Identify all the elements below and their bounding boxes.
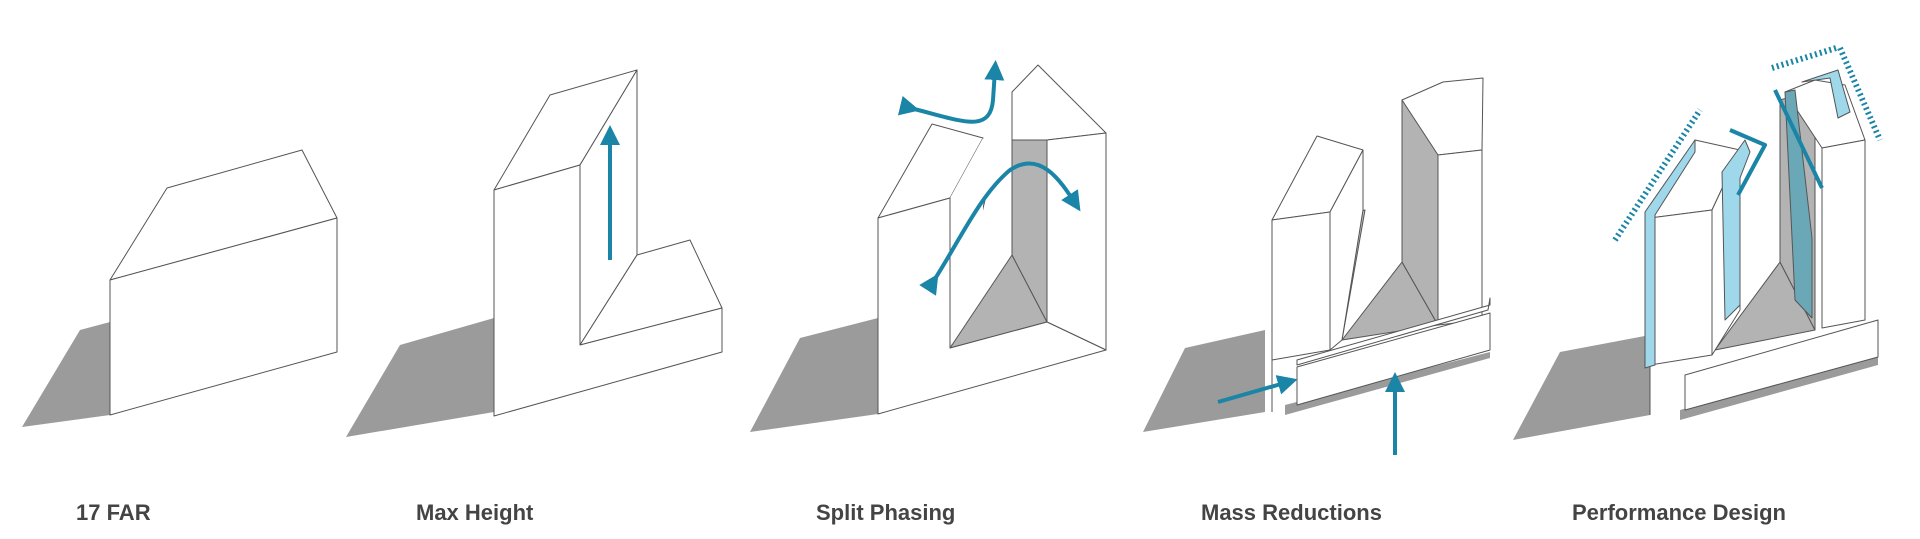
- step-max-height-massing: [346, 69, 723, 437]
- glass-fin-left: [1644, 139, 1696, 369]
- reduction-arrow-left: [1217, 375, 1298, 404]
- sun-hatch-right: [1837, 46, 1883, 142]
- tower-right-roof: [1401, 77, 1484, 156]
- step-label-far: 17 FAR: [76, 500, 151, 525]
- ground-shadow: [1143, 330, 1265, 432]
- ground-shadow: [1513, 335, 1650, 440]
- podium-front: [1684, 319, 1879, 411]
- sun-hatch-top: [1771, 45, 1837, 71]
- glass-top: [1801, 69, 1851, 119]
- step-label-max-height: Max Height: [416, 500, 534, 525]
- tower-right-side: [1437, 149, 1483, 326]
- glass-fin-right: [1784, 89, 1813, 319]
- step-label-mass-reductions: Mass Reductions: [1201, 500, 1382, 525]
- step-far-massing: [22, 149, 338, 427]
- tower-left-front: [1649, 209, 1713, 366]
- glass-fin-mid: [1721, 139, 1751, 321]
- ground-shadow: [22, 322, 110, 427]
- tower-left-front: [1271, 211, 1331, 361]
- mass-front-face: [109, 217, 338, 416]
- podium-top: [1296, 297, 1491, 366]
- step-label-split-phasing: Split Phasing: [816, 500, 956, 525]
- podium-shadow: [1680, 356, 1878, 420]
- shade-chevron: [1729, 128, 1767, 196]
- step-performance-design-massing: [1513, 45, 1883, 440]
- step-split-phasing-massing: [750, 60, 1107, 432]
- split-arrow-top: [897, 60, 1005, 124]
- shade-slash: [1773, 89, 1824, 189]
- step-mass-reductions-massing: [1143, 77, 1491, 455]
- mass-front-face: [493, 164, 723, 417]
- sun-hatch-left: [1612, 108, 1703, 242]
- ground-shadow: [346, 318, 494, 437]
- tower-right-side: [1821, 139, 1866, 329]
- split-arrow-curve: [919, 161, 1081, 296]
- tower-right-side: [1046, 132, 1107, 351]
- tower-right-roof: [1011, 64, 1107, 141]
- ground-shadow: [750, 318, 878, 432]
- step-label-performance-design: Performance Design: [1572, 500, 1786, 525]
